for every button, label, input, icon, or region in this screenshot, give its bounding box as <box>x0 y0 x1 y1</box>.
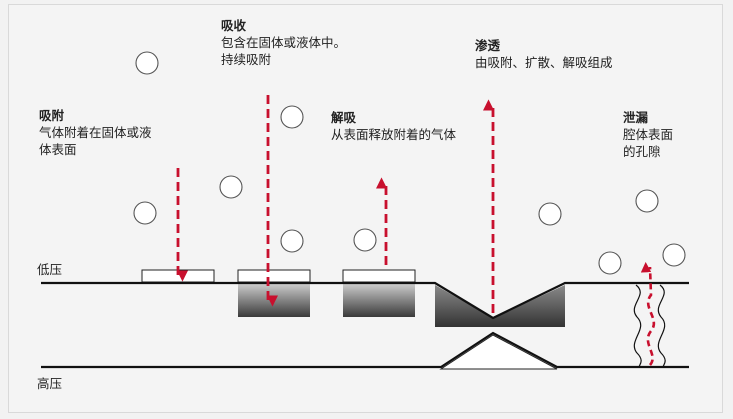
molecule <box>135 51 159 75</box>
high-pressure-wall <box>41 331 689 369</box>
molecule <box>598 251 622 275</box>
adsorbed-layer-2 <box>237 269 311 283</box>
adsorption-line-2: 体表面 <box>39 142 77 157</box>
molecule <box>635 189 659 213</box>
low-pressure-label: 低压 <box>37 262 63 277</box>
adsorbed-layer-3 <box>342 269 416 283</box>
leak-arrow <box>640 261 656 366</box>
adsorption-title: 吸附 <box>39 108 65 123</box>
desorption-annotation: 解吸 从表面释放附着的气体 <box>331 109 456 143</box>
molecule <box>280 105 304 129</box>
absorption-title: 吸收 <box>221 18 247 33</box>
gas-molecules <box>133 51 686 275</box>
leak-title: 泄漏 <box>623 110 649 125</box>
leak-line-1: 腔体表面 <box>623 127 674 142</box>
vacuum-gas-load-diagram <box>41 51 689 370</box>
permeation-annotation: 渗透 由吸附、扩散、解吸组成 <box>475 37 613 71</box>
permeation-lower-fill <box>439 334 558 370</box>
high-pressure-label: 高压 <box>37 376 63 391</box>
absorption-line-2: 持续吸附 <box>221 52 272 67</box>
chamber-walls <box>41 281 689 369</box>
molecule <box>353 228 377 252</box>
molecule <box>538 202 562 226</box>
molecule <box>133 201 157 225</box>
adsorption-annotation: 吸附 气体附着在固体或液 体表面 <box>39 107 152 158</box>
absorbed-block-2 <box>343 283 415 317</box>
low-pressure-wall <box>41 281 689 320</box>
permeation-title: 渗透 <box>475 38 501 53</box>
molecule <box>219 175 243 199</box>
leak-channel <box>633 284 666 368</box>
absorption-annotation: 吸收 包含在固体或液体中。 持续吸附 <box>221 17 346 68</box>
molecule <box>280 229 304 253</box>
surface-layers <box>141 269 416 283</box>
absorption-line-1: 包含在固体或液体中。 <box>221 35 347 50</box>
desorption-line-1: 从表面释放附着的气体 <box>331 127 457 142</box>
leak-line-2: 的孔隙 <box>623 144 661 159</box>
diagram-frame: 低压 高压 吸附 气体附着在固体或液 体表面 吸收 包含在固体或液体中。 持续吸… <box>8 4 723 413</box>
adsorption-line-1: 气体附着在固体或液 <box>39 125 152 140</box>
desorption-title: 解吸 <box>331 110 357 125</box>
permeation-upper-fill <box>435 285 565 327</box>
absorbed-block-1 <box>238 283 310 317</box>
leak-annotation: 泄漏 腔体表面 的孔隙 <box>623 109 673 160</box>
permeation-line-1: 由吸附、扩散、解吸组成 <box>475 55 613 70</box>
molecule <box>662 243 686 267</box>
process-arrows <box>176 95 495 313</box>
